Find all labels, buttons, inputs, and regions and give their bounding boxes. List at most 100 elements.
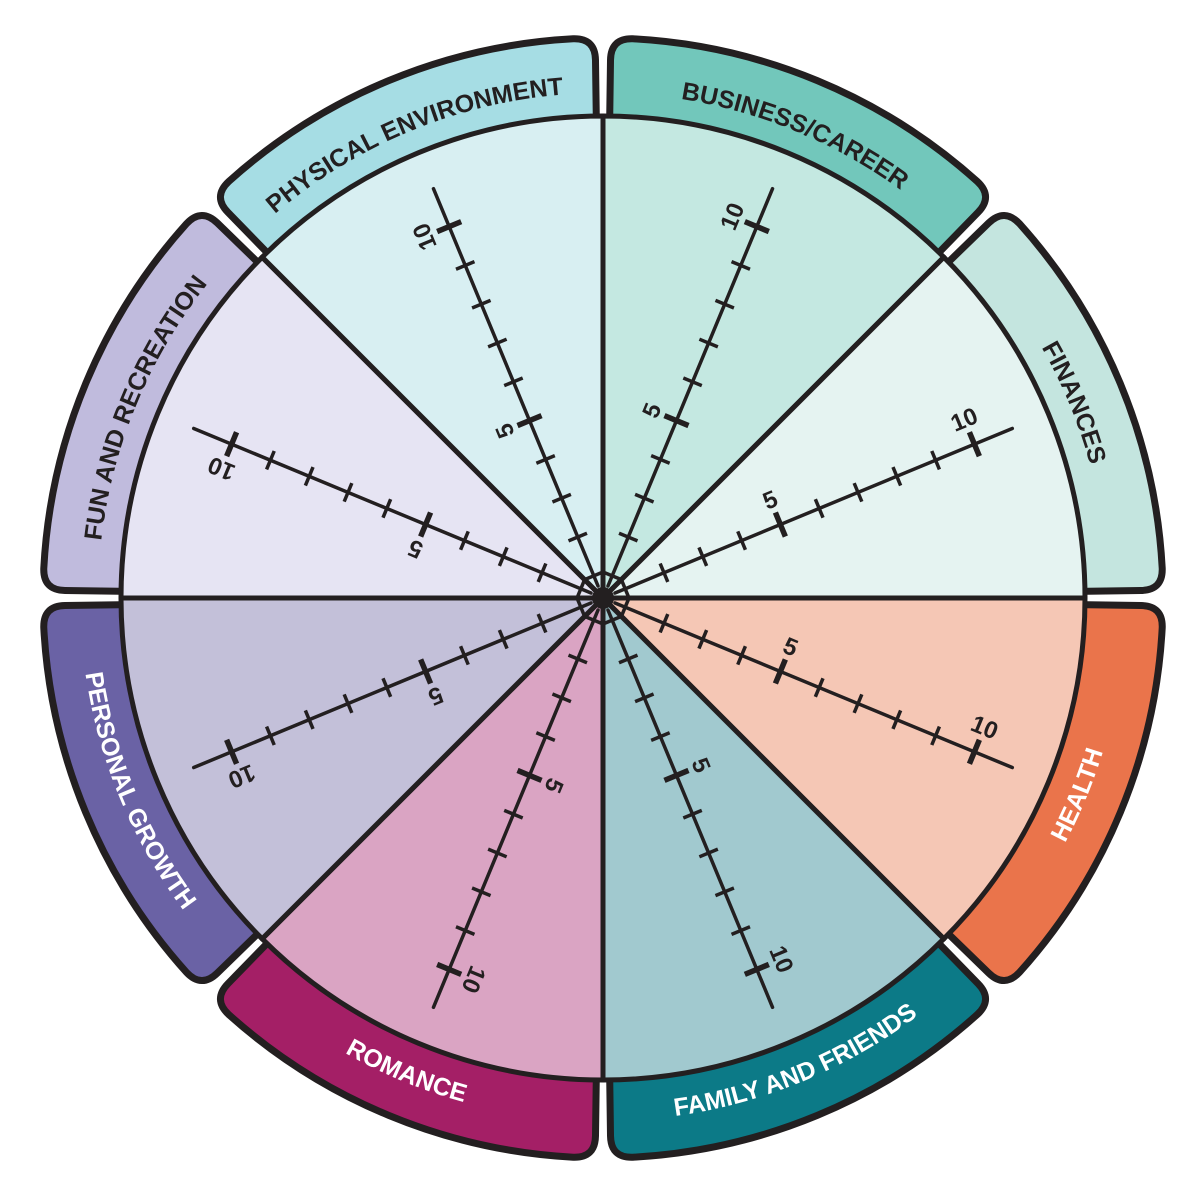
scale-tick-1 xyxy=(619,597,631,618)
scale-tick-9 xyxy=(264,725,276,746)
tab-personal-growth xyxy=(40,601,271,985)
tab-business xyxy=(606,35,990,266)
scale-tick-10 xyxy=(224,738,240,765)
scale-tick-3 xyxy=(551,492,572,504)
scale-tick-2 xyxy=(536,613,548,634)
scale-tick-2 xyxy=(618,653,639,665)
tab-physical-environment xyxy=(216,35,600,266)
scale-personal-growth: 510 xyxy=(191,597,593,793)
scale-axis xyxy=(613,426,1015,595)
wheel-wedges xyxy=(118,113,1088,1083)
scale-tick-3 xyxy=(497,546,509,567)
scale-tick-1 xyxy=(619,578,631,599)
scale-tick-3 xyxy=(634,692,655,704)
scale-tick-10 xyxy=(224,431,240,458)
scale-tick-9 xyxy=(264,450,276,471)
scale-tick-8 xyxy=(891,709,903,730)
scale-tick-2 xyxy=(658,613,670,634)
scale-tick-8 xyxy=(303,466,315,487)
scale-tick-8 xyxy=(471,886,492,898)
scale-tick-10 xyxy=(436,961,463,977)
scale-tick-5 xyxy=(516,413,543,429)
scale-tick-1 xyxy=(602,614,623,626)
scale-tick-10 xyxy=(743,219,770,235)
tab-fun xyxy=(40,211,271,595)
scale-tick-5 xyxy=(418,511,434,538)
scale-tick-9 xyxy=(730,259,751,271)
scale-family: 510 xyxy=(602,608,798,1010)
scale-tick-4 xyxy=(458,645,470,666)
scale-tick-2 xyxy=(618,531,639,543)
scale-tick-5 xyxy=(418,658,434,685)
scale-tick-4 xyxy=(650,453,671,465)
scale-tick-4 xyxy=(535,731,556,743)
scale-tick-2 xyxy=(536,562,548,583)
scale-tick-2 xyxy=(567,653,588,665)
tab-health xyxy=(935,601,1166,985)
scale-tick-5 xyxy=(772,658,788,685)
scale-tick-1 xyxy=(583,570,604,582)
scale-axis xyxy=(606,608,775,1010)
scale-tick-1 xyxy=(583,614,604,626)
scale-tick-9 xyxy=(455,259,476,271)
scale-tick-9 xyxy=(455,925,476,937)
wedge-family[interactable] xyxy=(600,595,947,1083)
scale-axis xyxy=(606,186,775,588)
scale-tick-6 xyxy=(381,677,393,698)
scale-tick-8 xyxy=(714,886,735,898)
wheel-hub xyxy=(592,587,614,609)
scale-axis xyxy=(431,608,600,1010)
scale-tick-3 xyxy=(697,629,709,650)
scale-tick-8 xyxy=(714,298,735,310)
scale-tick-7 xyxy=(487,337,508,349)
wedge-romance[interactable] xyxy=(259,595,606,1083)
scale-tick-7 xyxy=(487,847,508,859)
wedge-health[interactable] xyxy=(600,595,1088,942)
scale-tick-10 xyxy=(966,738,982,765)
scale-tick-6 xyxy=(813,677,825,698)
scale-tick-5 xyxy=(516,767,543,783)
scale-tick-6 xyxy=(503,808,524,820)
scale-tick-3 xyxy=(497,629,509,650)
scale-tick-4 xyxy=(736,645,748,666)
scale-tick-2 xyxy=(658,562,670,583)
scale-tick-3 xyxy=(634,492,655,504)
scale-tick-6 xyxy=(813,498,825,519)
scale-axis xyxy=(191,426,593,595)
tab-romance xyxy=(216,930,600,1161)
scale-tick-6 xyxy=(682,808,703,820)
tab-finances xyxy=(935,211,1166,595)
scale-tick-9 xyxy=(930,725,942,746)
scale-tick-5 xyxy=(663,767,690,783)
scale-tick-7 xyxy=(698,337,719,349)
scale-tick-9 xyxy=(930,450,942,471)
scale-tick-7 xyxy=(342,482,354,503)
scale-tick-8 xyxy=(471,298,492,310)
tab-family xyxy=(606,930,990,1161)
scale-tick-1 xyxy=(602,570,623,582)
scale-tick-7 xyxy=(852,693,864,714)
scale-tick-6 xyxy=(503,376,524,388)
wedge-finances[interactable] xyxy=(600,254,1088,601)
scale-tick-6 xyxy=(682,376,703,388)
scale-tick-5 xyxy=(663,413,690,429)
wedge-personal-growth[interactable] xyxy=(118,595,606,942)
scale-tick-4 xyxy=(736,530,748,551)
scale-tick-10 xyxy=(436,219,463,235)
scale-tick-3 xyxy=(697,546,709,567)
scale-axis xyxy=(431,186,600,588)
wedge-business[interactable] xyxy=(600,113,947,601)
scale-tick-7 xyxy=(852,482,864,503)
category-tabs xyxy=(40,35,1166,1161)
scale-tick-3 xyxy=(551,692,572,704)
scale-axis xyxy=(191,601,593,770)
scale-tick-4 xyxy=(650,731,671,743)
wedge-physical-environment[interactable] xyxy=(259,113,606,601)
scale-tick-9 xyxy=(730,925,751,937)
scale-tick-4 xyxy=(458,530,470,551)
scale-tick-1 xyxy=(575,597,587,618)
scale-tick-2 xyxy=(567,531,588,543)
wedge-fun[interactable] xyxy=(118,254,606,601)
scale-tick-4 xyxy=(535,453,556,465)
